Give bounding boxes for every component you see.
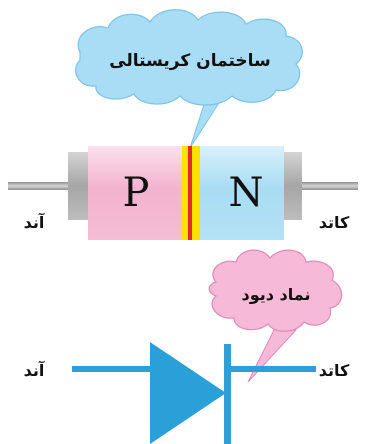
top-cathode-label: کاتد — [319, 213, 350, 232]
symbol-callout-text: نماد دیود — [242, 285, 311, 304]
diode-symbol — [72, 342, 316, 444]
p-region — [88, 146, 182, 240]
bottom-anode-label: آند — [24, 360, 45, 380]
junction-stripe-right — [192, 146, 200, 240]
crystal-callout-cloud — [75, 9, 303, 106]
cathode-end-cap — [280, 152, 302, 220]
cathode-lead-wire — [296, 182, 358, 190]
symbol-cathode-line — [228, 366, 316, 372]
bottom-cathode-label: کاتد — [319, 361, 350, 380]
crystal-structure-callout: ساختمان کریستالی — [75, 9, 303, 149]
junction-stripe-center — [188, 146, 192, 240]
symbol-cathode-bar — [224, 344, 231, 444]
n-region-label: N — [229, 170, 264, 216]
n-region — [200, 146, 284, 240]
crystal-callout-text: ساختمان کریستالی — [109, 51, 271, 71]
junction-stripe-left — [182, 146, 188, 240]
diode-body: P N — [8, 146, 358, 240]
symbol-triangle — [150, 342, 226, 444]
symbol-anode-line — [72, 366, 154, 372]
symbol-callout-tail — [247, 325, 297, 383]
symbol-callout-cloud — [208, 249, 343, 332]
p-region-label: P — [123, 170, 150, 216]
top-anode-label: آند — [24, 212, 45, 232]
anode-lead-wire — [8, 182, 74, 190]
